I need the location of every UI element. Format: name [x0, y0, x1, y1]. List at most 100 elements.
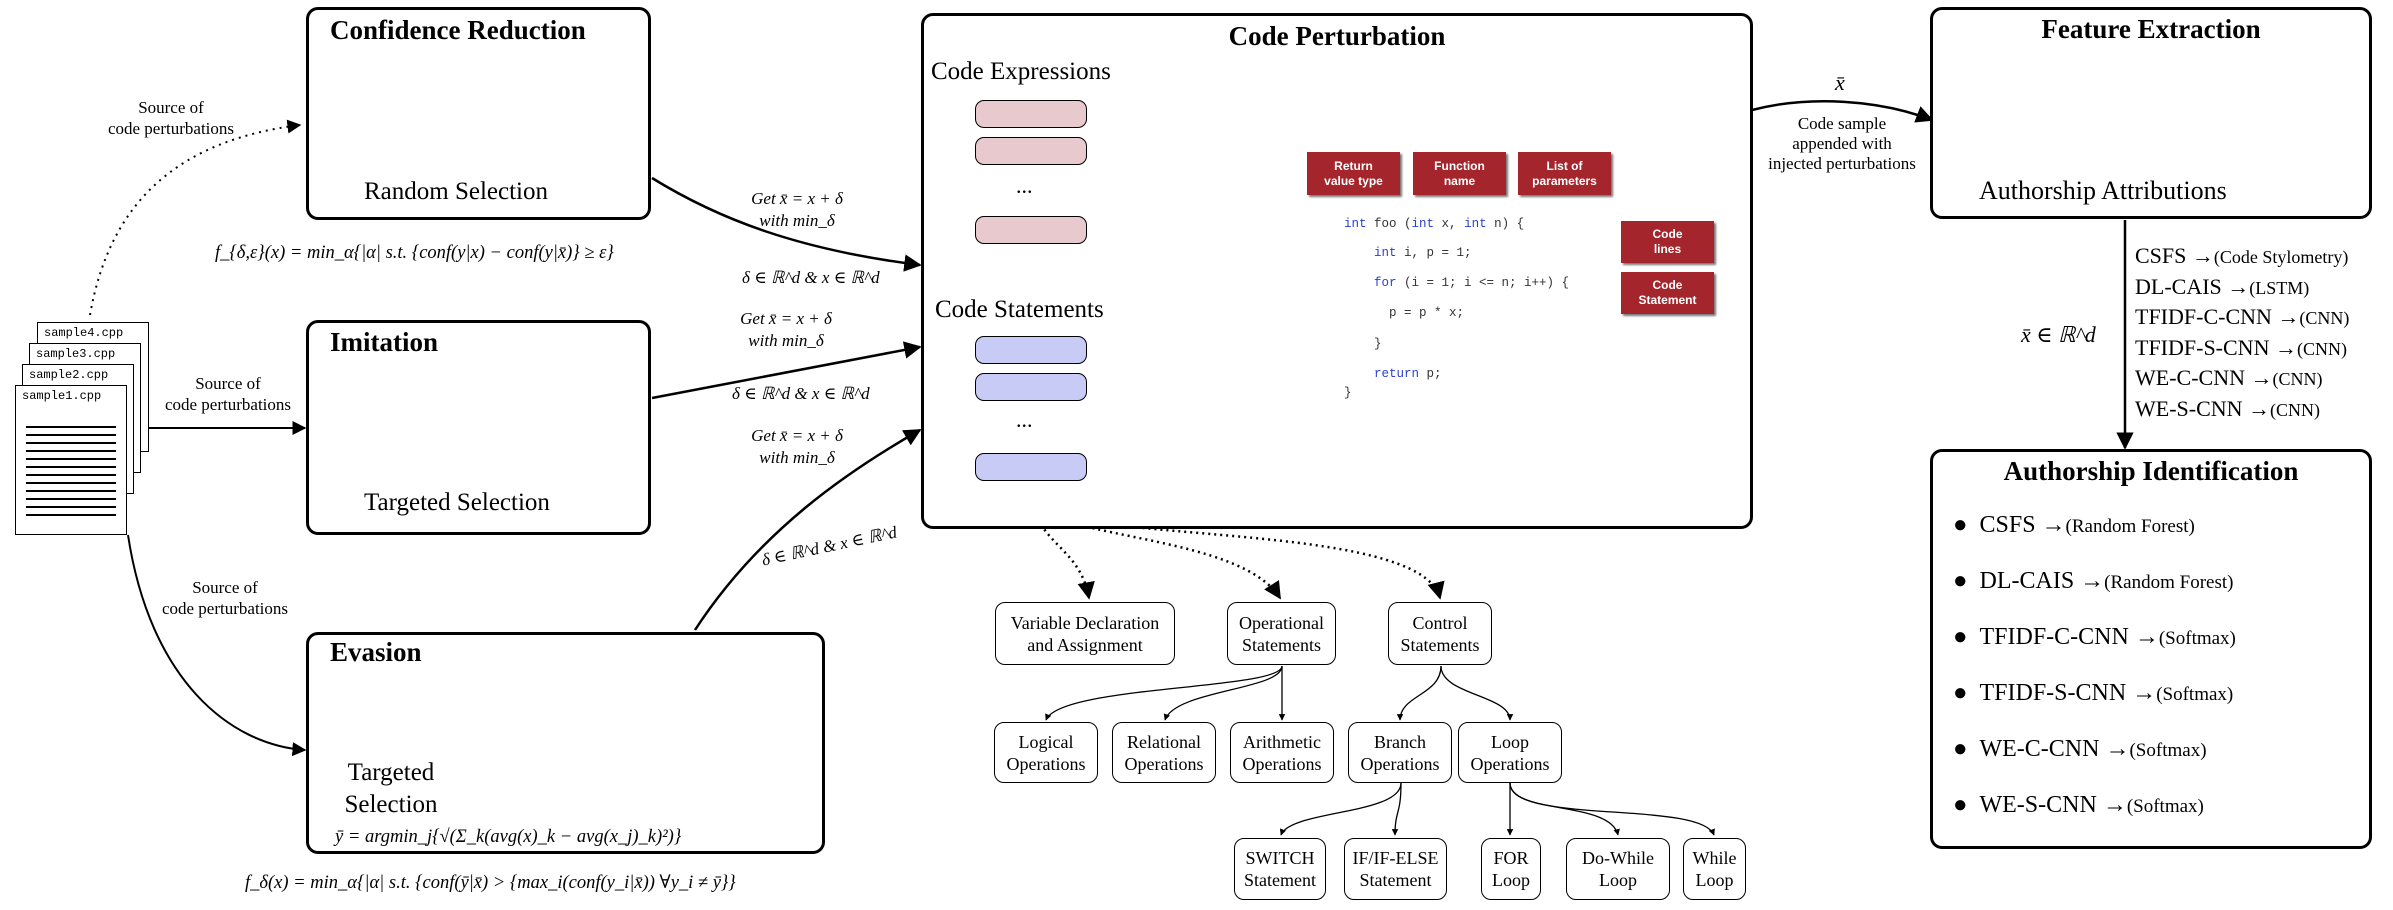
panel-title: Imitation: [330, 327, 438, 357]
arrow-files-to-confidence: [89, 119, 302, 316]
code-statement-pill[interactable]: [975, 336, 1087, 364]
arrow-label-get-2: Get x̄ = x + δ with min_δ: [740, 309, 832, 350]
branch-operations-node[interactable]: Branch Operations: [1348, 722, 1452, 783]
arrow-imitation-to-perturbation: [651, 341, 922, 400]
arrow-evasion-to-perturbation: [693, 428, 922, 631]
model-method: (Softmax): [2158, 628, 2236, 649]
xbar-rd-label: x̄ ∈ ℝ^d: [2021, 322, 2096, 347]
panel-title: Authorship Identification: [2003, 456, 2299, 486]
file-text-lines: [26, 420, 116, 520]
model-name: ● DL-CAIS →: [1953, 568, 2105, 594]
model-name: WE-S-CNN →: [2135, 395, 2271, 421]
list-item: ● TFIDF-C-CNN →(Softmax): [1953, 624, 2236, 651]
list-item: DL-CAIS →(LSTM): [2135, 274, 2309, 300]
arrow-label-get-3: Get x̄ = x + δ with min_δ: [751, 426, 843, 467]
imitation-panel: Imitation Targeted Selection: [306, 320, 651, 535]
file-name: sample3.cpp: [36, 347, 116, 361]
authorship-identification-panel: Authorship Identification: [1930, 449, 2372, 849]
code-line: p = p * x;: [1344, 306, 1465, 320]
code-line: for (i = 1; i <= n; i++) {: [1374, 276, 1570, 290]
list-item: WE-C-CNN →(CNN): [2135, 365, 2322, 391]
panel-caption: Authorship Attributions: [1979, 176, 2227, 205]
model-method: (CNN): [2270, 399, 2321, 420]
for-loop-node[interactable]: FOR Loop: [1481, 838, 1541, 900]
list-item: TFIDF-C-CNN →(CNN): [2135, 304, 2349, 330]
source-label-top: Source of code perturbations: [107, 98, 235, 138]
file-name: sample2.cpp: [29, 368, 109, 382]
list-item: CSFS →(Code Stylometry): [2135, 243, 2348, 269]
panel-caption: Targeted Selection: [364, 489, 550, 516]
file-name: sample1.cpp: [22, 389, 102, 403]
code-line: int foo (int x, int n) {: [1344, 217, 1525, 231]
model-name: ● WE-S-CNN →: [1953, 792, 2127, 818]
code-statement-label: Code Statement: [1621, 272, 1714, 314]
confidence-reduction-panel: Confidence Reduction Random Selection: [306, 7, 651, 220]
loop-operations-node[interactable]: Loop Operations: [1458, 722, 1562, 783]
while-loop-node[interactable]: While Loop: [1683, 838, 1746, 900]
model-method: (Random Forest): [2065, 516, 2195, 537]
function-name-label: Function name: [1413, 152, 1506, 195]
model-name: CSFS →: [2135, 243, 2214, 268]
relational-operations-node[interactable]: Relational Operations: [1112, 722, 1216, 783]
panel-title: Code Perturbation: [1228, 21, 1446, 51]
arrow-perturbation-to-features: [1751, 100, 1934, 123]
model-method: (Random Forest): [2104, 572, 2234, 593]
logical-operations-node[interactable]: Logical Operations: [994, 722, 1098, 783]
code-statements-label: Code Statements: [935, 296, 1104, 323]
code-statement-pill[interactable]: [975, 453, 1087, 481]
arithmetic-operations-node[interactable]: Arithmetic Operations: [1230, 722, 1334, 783]
model-name: ● CSFS →: [1953, 512, 2066, 538]
model-method: (Softmax): [2126, 796, 2204, 817]
panel-title: Evasion: [330, 637, 422, 667]
panel-title: Feature Extraction: [2041, 14, 2261, 44]
model-method: (CNN): [2272, 369, 2323, 389]
appended-label: Code sample appended with injected pertu…: [1768, 114, 1916, 173]
arrow-confidence-to-perturbation: [651, 176, 922, 272]
variable-declaration-node[interactable]: Variable Declaration and Assignment: [995, 602, 1175, 665]
code-expressions-label: Code Expressions: [931, 58, 1111, 85]
file-card[interactable]: sample1.cpp: [15, 385, 127, 535]
model-name: ● TFIDF-C-CNN →: [1953, 624, 2159, 650]
model-method: (CNN): [2296, 338, 2347, 359]
ifelse-statement-node[interactable]: IF/IF-ELSE Statement: [1344, 838, 1447, 900]
model-name: WE-C-CNN →: [2135, 365, 2273, 390]
code-line: int i, p = 1;: [1374, 246, 1472, 260]
code-statement-pill[interactable]: [975, 373, 1087, 401]
code-line: return p;: [1374, 367, 1442, 381]
file-name: sample4.cpp: [44, 326, 124, 340]
evasion-panel: Evasion Targeted Selection: [306, 632, 825, 854]
ellipsis: ...: [1016, 407, 1033, 432]
list-item: ● DL-CAIS →(Random Forest): [1953, 568, 2233, 595]
code-perturbation-panel: Code Perturbation Code Expressions Code …: [921, 13, 1753, 529]
model-method: (LSTM): [2249, 277, 2310, 298]
code-expression-pill[interactable]: [975, 100, 1087, 128]
dowhile-loop-node[interactable]: Do-While Loop: [1566, 838, 1670, 900]
code-expression-pill[interactable]: [975, 216, 1087, 244]
panel-title: Confidence Reduction: [330, 15, 586, 45]
model-name: DL-CAIS →: [2135, 273, 2250, 299]
panel-caption: Targeted Selection: [344, 759, 438, 818]
confidence-formula: f_{δ,ε}(x) = min_α{|α| s.t. {conf(y|x) −…: [215, 243, 614, 263]
return-type-label: Return value type: [1307, 152, 1400, 195]
ybar-formula: ȳ = argmin_j{√(Σ_k(avg(x)_k − avg(x_j)_k…: [335, 827, 682, 847]
tree-connectors: [1045, 665, 1715, 836]
model-name: ● TFIDF-S-CNN →: [1953, 680, 2157, 706]
list-item: ● CSFS →(Random Forest): [1953, 512, 2195, 539]
model-method: (Softmax): [2156, 684, 2234, 705]
arrow-label-delta-1: δ ∈ ℝ^d & x ∈ ℝ^d: [742, 268, 880, 287]
control-statements-node[interactable]: Control Statements: [1388, 602, 1492, 665]
list-item: WE-S-CNN →(CNN): [2135, 396, 2320, 422]
panel-caption: Random Selection: [364, 178, 548, 205]
code-line: }: [1344, 337, 1382, 351]
code-line: }: [1344, 386, 1352, 400]
switch-statement-node[interactable]: SWITCH Statement: [1234, 838, 1326, 900]
model-name: TFIDF-S-CNN →: [2135, 334, 2297, 360]
arrow-label-delta-2: δ ∈ ℝ^d & x ∈ ℝ^d: [732, 384, 870, 403]
list-item: ● TFIDF-S-CNN →(Softmax): [1953, 680, 2233, 707]
operational-statements-node[interactable]: Operational Statements: [1227, 602, 1336, 665]
code-lines-label: Code lines: [1621, 221, 1714, 263]
model-method: (Softmax): [2129, 740, 2207, 761]
list-item: ● WE-S-CNN →(Softmax): [1953, 792, 2204, 819]
model-name: ● WE-C-CNN →: [1953, 736, 2130, 762]
code-expression-pill[interactable]: [975, 137, 1087, 165]
